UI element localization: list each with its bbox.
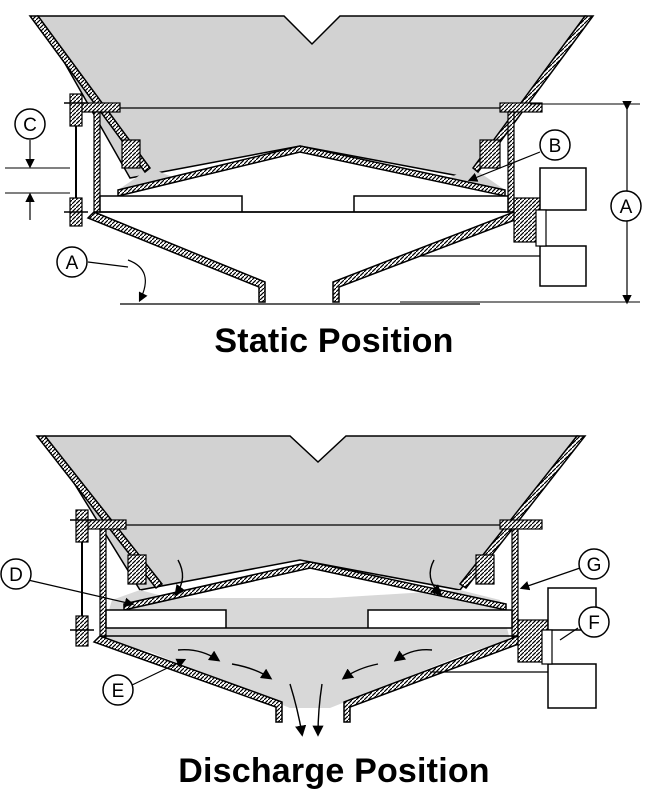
static-bracket-right [479, 139, 501, 169]
svg-text:D: D [9, 565, 23, 586]
static-callout-c: C [14, 108, 46, 140]
static-bolt-assembly-left [64, 93, 88, 227]
discharge-position-view: D E F G [0, 435, 610, 737]
svg-text:F: F [588, 613, 600, 634]
svg-text:A: A [620, 197, 633, 218]
static-angle-a-leader [87, 261, 129, 268]
static-position-caption: Static Position [214, 322, 454, 360]
static-callout-a-dimension: A [610, 190, 642, 222]
static-position-view: A A B C [5, 15, 642, 305]
discharge-material-flow [100, 590, 510, 708]
static-baffle-plate [99, 195, 509, 213]
static-callout-a-angle: A [56, 246, 88, 278]
svg-text:C: C [23, 115, 37, 136]
discharge-bracket-right [475, 554, 495, 585]
discharge-hopper-wall-right [458, 435, 587, 590]
svg-text:B: B [549, 136, 562, 157]
discharge-side-wall-left [99, 528, 107, 638]
svg-text:G: G [587, 555, 602, 576]
discharge-side-wall-right [511, 528, 519, 638]
discharge-callout-g: G [578, 548, 610, 580]
static-bracket-left [121, 139, 141, 169]
discharge-bracket-left [127, 554, 147, 585]
discharge-top-flange-left [85, 519, 127, 530]
static-material-spill-left [118, 168, 175, 190]
svg-text:A: A [66, 253, 79, 274]
static-callout-b: B [539, 129, 571, 161]
discharge-callout-e: E [102, 674, 134, 706]
svg-text:E: E [112, 681, 125, 702]
discharge-callout-g-leader [519, 567, 581, 591]
static-side-wall-left [93, 111, 101, 213]
static-side-wall-right [507, 111, 515, 213]
static-lower-cone-left [86, 211, 266, 303]
static-vibrator-motor [420, 167, 587, 287]
discharge-baffle-plate [105, 609, 513, 629]
discharge-callout-d: D [0, 558, 32, 590]
static-lower-cone-right [332, 211, 522, 303]
discharge-bolt-assembly-left [70, 509, 94, 647]
discharge-lower-cone-left [92, 635, 283, 723]
discharge-callout-e-leader [129, 658, 187, 687]
discharge-callout-f-leader [559, 627, 579, 641]
discharge-hopper-wall-left [35, 435, 164, 590]
discharge-position-caption: Discharge Position [178, 752, 490, 790]
static-callout-b-leader [467, 151, 541, 182]
static-hopper-wall-left [28, 15, 152, 174]
discharge-flow-arrows [174, 559, 442, 737]
discharge-callout-f: F [578, 606, 610, 638]
discharge-callout-d-leader [27, 579, 135, 608]
discharge-top-flange-right [499, 519, 543, 530]
static-top-flange-left [79, 102, 121, 113]
static-angle-a-arc [127, 259, 148, 303]
